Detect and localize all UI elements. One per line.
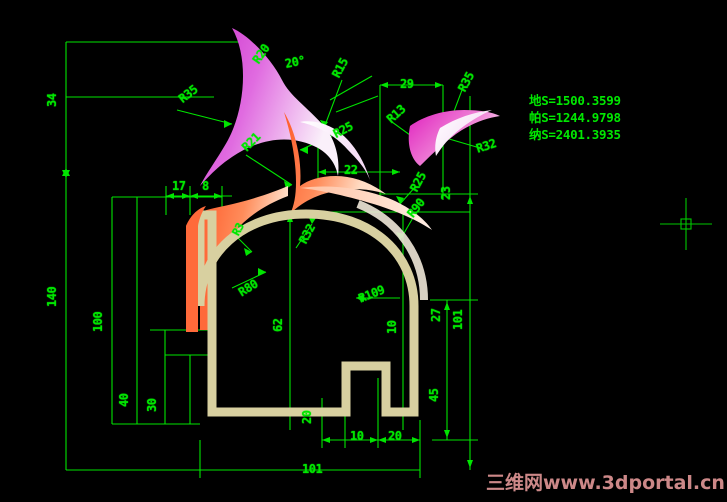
dimension-label-29: 29 (400, 77, 414, 91)
large-petal (200, 28, 339, 186)
area-info-block: 地S=1500.3599 帕S=1244.9798 纳S=2401.3935 (529, 92, 621, 143)
flower-and-arch-shapes (186, 28, 500, 417)
info-line-1: 地S=1500.3599 (529, 93, 621, 108)
dimension-label-100: 100 (91, 311, 105, 332)
arch-outline (195, 209, 419, 417)
arch-left-red-segment (186, 206, 206, 332)
dimension-label-23: 23 (439, 186, 453, 200)
dimension-label-101-right: 101 (451, 309, 465, 330)
dimension-label-20-right: 20 (388, 429, 402, 443)
info-line-3: 纳S=2401.3935 (529, 127, 621, 142)
dimension-label-20-bottom: 20 (300, 410, 314, 424)
large-petal-highlight (300, 121, 370, 180)
dimension-label-8: 8 (202, 179, 209, 193)
small-petal (408, 110, 500, 166)
dimension-label-10-mid: 10 (385, 320, 399, 334)
small-petal-highlight (435, 110, 492, 156)
crosshair-cursor[interactable] (660, 198, 712, 250)
site-watermark: 三维网www.3dportal.cn (486, 472, 725, 494)
dimension-label-10-bottom: 10 (350, 429, 364, 443)
arch-right-highlight (356, 200, 428, 301)
dimension-label-30: 30 (145, 398, 159, 412)
stem-left-branch (200, 186, 288, 330)
dimension-label-101-bottom: 101 (302, 462, 323, 476)
dimension-label-27: 27 (429, 308, 443, 322)
dimension-label-40: 40 (117, 393, 131, 407)
dimension-label-62: 62 (271, 318, 285, 332)
dimension-label-34: 34 (45, 93, 59, 107)
dimension-label-22: 22 (344, 163, 358, 177)
info-line-2: 帕S=1244.9798 (529, 110, 621, 125)
dimension-label-17: 17 (172, 179, 186, 193)
stem-right-branch (300, 186, 432, 230)
dimension-label-140: 140 (45, 286, 59, 307)
dimension-label-45: 45 (427, 388, 441, 402)
